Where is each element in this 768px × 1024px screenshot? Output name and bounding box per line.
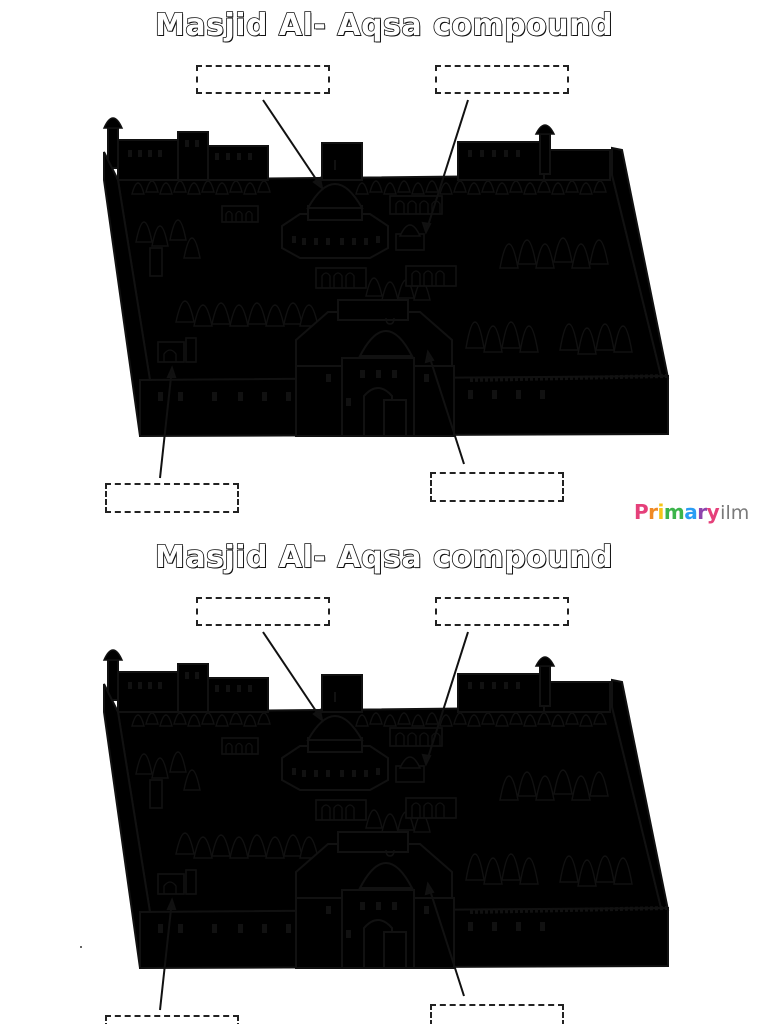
logo-letter: P: [634, 500, 649, 524]
compound-illustration-colour: [102, 116, 670, 438]
label-box-dome-of-chain-outline[interactable]: [435, 597, 569, 626]
compound-illustration-outline: [102, 648, 670, 970]
label-box-dome-of-rock-outline[interactable]: [196, 597, 330, 626]
label-box-compound-wall-outline[interactable]: [105, 1015, 239, 1024]
logo-letter: m: [663, 500, 685, 524]
logo-wordmark: Primary: [634, 500, 720, 524]
label-box-compound-wall[interactable]: [105, 483, 239, 513]
label-box-qibli-mosque[interactable]: [430, 472, 564, 502]
label-box-dome-of-rock[interactable]: [196, 65, 330, 94]
logo-letter: r: [648, 500, 658, 524]
worksheet-title-bottom: Masjid Al- Aqsa compound: [154, 539, 613, 576]
label-box-qibli-mosque-outline[interactable]: [430, 1004, 564, 1024]
label-box-dome-of-chain[interactable]: [435, 65, 569, 94]
leader-lines-bottom: [159, 631, 469, 1011]
logo-suffix: ilm: [720, 502, 750, 524]
leader-lines-top: [159, 99, 469, 479]
logo-letter: a: [684, 500, 698, 524]
logo-letter: y: [706, 500, 720, 524]
stray-mark: [80, 946, 82, 948]
primaryilm-logo: Primaryilm: [634, 500, 749, 524]
logo-letter: i: [657, 500, 665, 524]
logo-letter: r: [697, 500, 707, 524]
worksheet-title-top: Masjid Al- Aqsa compound: [154, 7, 613, 44]
